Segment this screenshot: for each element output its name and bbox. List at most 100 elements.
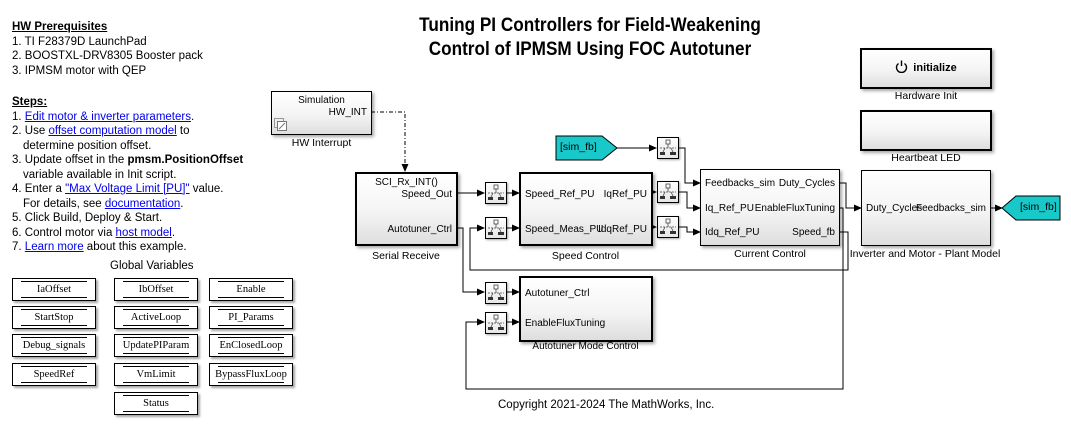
data-store-updatepiparam[interactable]: UpdatePIParam [114, 334, 198, 357]
port-feedbacks-sim-out: Feedbacks_sim [915, 203, 986, 214]
data-store-status[interactable]: Status [114, 392, 198, 415]
data-store-debug-signals[interactable]: Debug_signals [12, 334, 96, 357]
current-control-label: Current Control [734, 248, 806, 260]
port-autotuner-ctrl-in: Autotuner_Ctrl [525, 288, 590, 299]
initialize-button[interactable]: initialize [862, 60, 990, 74]
edit-parameters-link[interactable]: Edit motor & inverter parameters [24, 110, 191, 123]
hw-prerequisites-note: HW Prerequisites 1. TI F28379D LaunchPad… [12, 20, 203, 78]
step-4: 4. Enter a "Max Voltage Limit [PU]" valu… [12, 182, 243, 197]
port-hw-int: HW_INT [328, 107, 367, 118]
data-store-startstop[interactable]: StartStop [12, 306, 96, 329]
step-text: . [180, 197, 184, 210]
step-1: 1. Edit motor & inverter parameters. [12, 110, 243, 125]
hw-prereq-heading: HW Prerequisites [12, 21, 108, 33]
autotuner-mode-control-label: Autotuner Mode Control [532, 341, 639, 352]
offset-computation-link[interactable]: offset computation model [48, 125, 177, 137]
step-5: 5. Click Build, Deploy & Start. [12, 212, 163, 224]
steps-note: Steps: 1. Edit motor & inverter paramete… [12, 95, 243, 255]
port-duty-cycles: Duty_Cycles [778, 178, 835, 189]
subsystem-icon [274, 118, 287, 131]
step-text: 3. Update offset in the [12, 154, 128, 166]
host-model-link[interactable]: host model [115, 226, 172, 239]
port-idq-ref-pu: Idq_Ref_PU [705, 227, 760, 238]
data-store-vmlimit[interactable]: VmLimit [114, 363, 198, 386]
plant-model-label: Inverter and Motor - Plant Model [849, 248, 1001, 260]
autotuner-mode-control-block[interactable]: Autotuner_Ctrl EnableFluxTuning [519, 276, 653, 342]
hw-interrupt-block[interactable]: Simulation HW_INT [271, 91, 372, 135]
rate-transition-icon [488, 219, 504, 235]
data-store-iaoffset[interactable]: IaOffset [12, 278, 96, 301]
port-enable-flux-tuning: EnableFluxTuning [754, 203, 835, 214]
iq-ref-line [677, 191, 701, 212]
rate-transition-icon [488, 284, 504, 300]
step-text: value. [189, 183, 224, 195]
hw-prereq-item: 1. TI F28379D LaunchPad [12, 35, 147, 48]
step-4-cont: For details, see documentation. [12, 197, 243, 212]
plant-model-block[interactable]: Duty_Cycles Feedbacks_sim [861, 170, 991, 246]
step-text: 6. Control motor via [12, 226, 116, 239]
step-text: to [176, 125, 190, 137]
serial-receive-label: Serial Receive [372, 250, 440, 262]
position-offset-variable: pmsm.PositionOffset [127, 154, 244, 166]
heartbeat-led-label: Heartbeat LED [891, 152, 961, 164]
step-text: . [190, 110, 195, 123]
port-feedbacks-sim: Feedbacks_sim [705, 178, 776, 189]
speed-control-block[interactable]: Speed_Ref_PU Speed_Meas_PU IqRef_PU IdqR… [519, 172, 653, 246]
step-2: 2. Use offset computation model to [12, 124, 243, 139]
port-speed-meas-pu: Speed_Meas_PU [525, 224, 604, 235]
hardware-init-label: Hardware Init [894, 90, 958, 102]
feedbacks-sim-line [677, 147, 701, 187]
rate-transition-feedbacks[interactable] [657, 137, 679, 159]
rate-transition-autotuner-ctrl[interactable] [485, 282, 507, 304]
port-speed-fb: Speed_fb [792, 227, 835, 238]
port-enable-flux-tuning-in: EnableFluxTuning [525, 318, 606, 329]
rate-transition-enable-flux[interactable] [485, 312, 507, 334]
model-title: Tuning PI Controllers for Field-Weakenin… [405, 13, 775, 61]
rate-transition-speed-ref[interactable] [485, 182, 507, 204]
idq-ref-line [677, 226, 701, 236]
data-store-speedref[interactable]: SpeedRef [12, 363, 96, 386]
current-control-block[interactable]: Feedbacks_sim Iq_Ref_PU Idq_Ref_PU Duty_… [700, 169, 840, 246]
rate-transition-icon [660, 139, 676, 155]
max-voltage-limit-link[interactable]: "Max Voltage Limit [PU]" [65, 183, 190, 195]
rate-transition-icon [660, 218, 676, 234]
hw-interrupt-label: HW Interrupt [291, 137, 352, 149]
steps-heading: Steps: [12, 96, 48, 108]
serial-receive-block[interactable]: SCI_Rx_INT() Speed_Out Autotuner_Ctrl [355, 172, 458, 246]
step-6: 6. Control motor via host model. [12, 226, 243, 241]
data-store-bypassfluxloop[interactable]: BypassFluxLoop [209, 363, 293, 386]
port-duty-cycles-in: Duty_Cycles [866, 203, 923, 214]
rate-transition-iqref[interactable] [657, 181, 679, 203]
step-text: about this example. [83, 241, 187, 253]
documentation-link[interactable]: documentation [104, 197, 181, 210]
step-text: . [171, 226, 176, 239]
port-speed-out: Speed_Out [401, 189, 452, 200]
hw-prereq-item: 3. IPMSM motor with QEP [12, 64, 147, 77]
port-speed-ref-pu: Speed_Ref_PU [525, 189, 595, 200]
data-store-enclosedloop[interactable]: EnClosedLoop [209, 334, 293, 357]
rate-transition-speed-meas[interactable] [485, 217, 507, 239]
initialize-label: initialize [913, 62, 957, 74]
data-store-iboffset[interactable]: IbOffset [114, 278, 198, 301]
learn-more-link[interactable]: Learn more [24, 241, 84, 253]
rate-transition-icon [488, 314, 504, 330]
duty-cycles-line [840, 182, 862, 212]
port-iq-ref-pu: Iq_Ref_PU [705, 203, 754, 214]
step-number: 1. [12, 110, 25, 123]
rate-transition-icon [660, 183, 676, 199]
heartbeat-led-block[interactable] [860, 110, 992, 151]
step-2-cont: determine position offset. [23, 139, 152, 152]
title-line-1: Tuning PI Controllers for Field-Weakenin… [419, 14, 761, 36]
hw-int-line [371, 111, 409, 172]
data-store-activeloop[interactable]: ActiveLoop [114, 306, 198, 329]
autotuner-ctrl-line [456, 227, 485, 296]
hardware-init-block[interactable]: initialize [860, 48, 992, 89]
goto-tag-sim-fb[interactable]: [sim_fb] [1020, 201, 1057, 213]
data-store-enable[interactable]: Enable [209, 278, 293, 301]
rate-transition-idqref[interactable] [657, 216, 679, 238]
power-icon [896, 60, 908, 74]
step-3: 3. Update offset in the pmsm.PositionOff… [12, 153, 243, 168]
data-store-pi-params[interactable]: PI_Params [209, 306, 293, 329]
from-tag-sim-fb[interactable]: [sim_fb] [560, 141, 597, 153]
copyright-text: Copyright 2021-2024 The MathWorks, Inc. [498, 399, 715, 411]
